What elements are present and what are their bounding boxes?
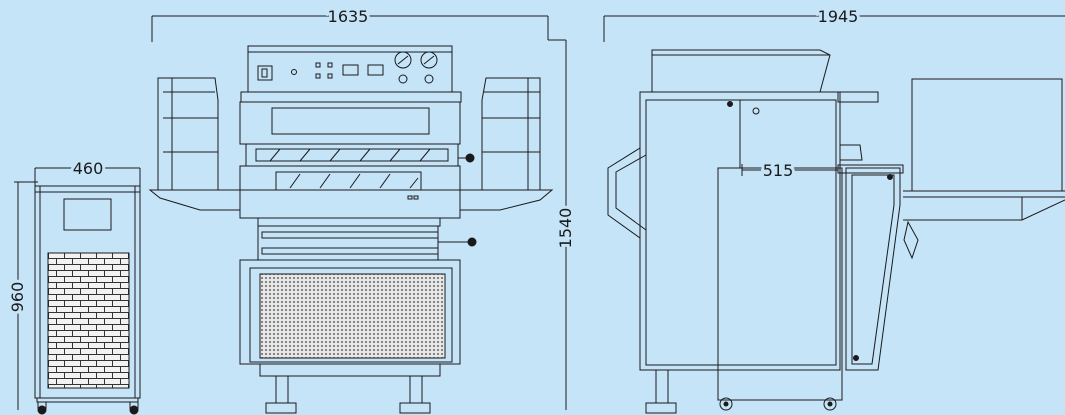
side-top-lid: [651, 49, 831, 93]
side-width-label: 1945: [818, 7, 859, 26]
chiller-unit: [34, 185, 141, 415]
upper-chamber: [239, 101, 461, 145]
front-mesh-panel: [259, 273, 446, 359]
side-roll-feeder: [903, 78, 1065, 260]
control-panel: [247, 45, 453, 93]
side-width-dimension: [603, 15, 1065, 42]
lower-platen: [257, 225, 477, 261]
side-access-door: [845, 167, 901, 371]
side-leg-left: [645, 369, 677, 414]
right-side-tray: [459, 77, 554, 211]
front-leg-left: [265, 375, 297, 414]
side-table-extension: [837, 91, 904, 174]
pressure-gauge-right: [420, 51, 438, 84]
pressure-gauge-left: [394, 51, 412, 84]
indicator-light: [291, 69, 297, 75]
chiller-height-label: 960: [8, 282, 27, 313]
side-main-body: [607, 91, 841, 371]
front-view-machine: [148, 45, 554, 414]
heating-element: [245, 143, 475, 167]
chiller-display-panel: [63, 198, 112, 231]
height-label: 1540: [556, 208, 575, 249]
chiller-caster-left: [37, 401, 47, 415]
chiller-caster-right: [129, 401, 139, 415]
chiller-width-dimension: [34, 167, 141, 186]
digital-display-2: [367, 64, 384, 76]
height-dimension: [548, 39, 567, 410]
front-leg-right: [399, 375, 431, 414]
side-view-machine: [607, 49, 1065, 414]
front-width-label: 1635: [328, 7, 369, 26]
digital-display-1: [342, 64, 359, 76]
chiller-height-dimension: [14, 181, 38, 410]
chiller-vent-grille: [47, 252, 130, 389]
left-side-tray: [148, 77, 241, 211]
power-switch: [257, 65, 273, 81]
unit-depth-label: 515: [763, 161, 794, 180]
chiller-width-label: 460: [73, 159, 104, 178]
lower-cabinet: [239, 259, 461, 377]
side-cart: [717, 167, 843, 411]
front-width-dimension: [151, 15, 549, 42]
unit-depth-dimension: [741, 164, 838, 176]
forming-table: [239, 165, 461, 227]
